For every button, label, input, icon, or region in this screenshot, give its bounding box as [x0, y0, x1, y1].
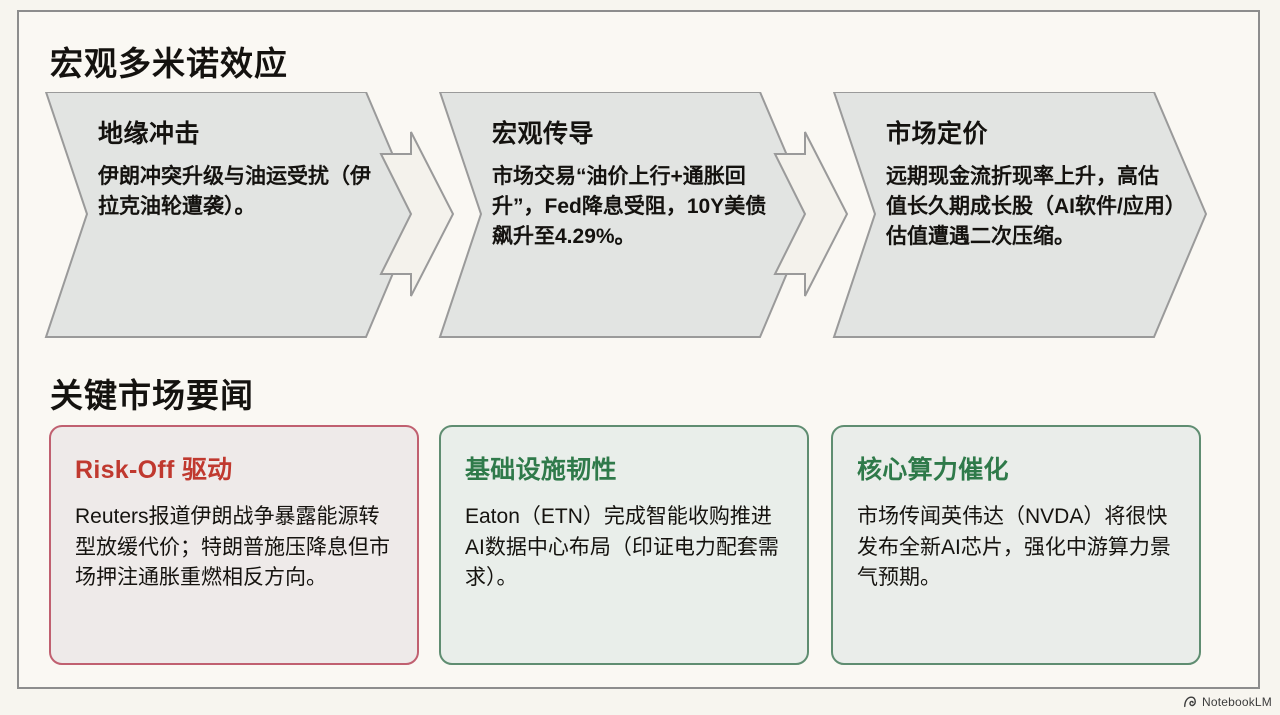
notebooklm-badge: NotebookLM — [1183, 695, 1272, 709]
flow-step-1-heading: 地缘冲击 — [98, 120, 201, 148]
flow-step-2-heading: 宏观传导 — [492, 120, 595, 148]
flow-step-1-body: 伊朗冲突升级与油运受扰（伊拉克油轮遭袭）。 — [98, 165, 371, 218]
notebooklm-label: NotebookLM — [1201, 695, 1272, 709]
news-card-2-body: Eaton（ETN）完成智能收购推进AI数据中心布局（印证电力配套需求）。 — [465, 505, 779, 590]
notebooklm-logo-icon — [1184, 696, 1196, 708]
flow-connector-arrow-2 — [773, 131, 849, 297]
slide-panel: 宏观多米诺效应 地缘冲击 伊朗冲突升级与油运受扰（伊拉克油轮遭袭）。 宏观传导 … — [17, 10, 1260, 689]
news-card-risk-off[interactable]: Risk-Off 驱动 Reuters报道伊朗战争暴露能源转型放缓代价；特朗普施… — [49, 425, 419, 665]
news-card-list: Risk-Off 驱动 Reuters报道伊朗战争暴露能源转型放缓代价；特朗普施… — [19, 425, 1262, 667]
news-card-1-heading: Risk-Off 驱动 — [75, 456, 233, 484]
flow-step-3-body: 远期现金流折现率上升，高估值长久期成长股（AI软件/应用）估值遭遇二次压缩。 — [886, 165, 1176, 248]
news-card-compute[interactable]: 核心算力催化 市场传闻英伟达（NVDA）将很快发布全新AI芯片，强化中游算力景气… — [831, 425, 1201, 665]
news-card-2-heading: 基础设施韧性 — [465, 456, 617, 484]
chevron-shapes — [44, 92, 1208, 338]
news-card-3-body: 市场传闻英伟达（NVDA）将很快发布全新AI芯片，强化中游算力景气预期。 — [857, 505, 1171, 590]
page-title-news: 关键市场要闻 — [50, 377, 254, 414]
flow-connector-arrow-1 — [379, 131, 455, 297]
page-title-macro: 宏观多米诺效应 — [50, 45, 288, 82]
flow-step-3-heading: 市场定价 — [886, 120, 989, 148]
news-card-3-heading: 核心算力催化 — [857, 456, 1009, 484]
flow-step-2-body: 市场交易“油价上行+通胀回升”，Fed降息受阻，10Y美债飙升至4.29%。 — [492, 165, 767, 248]
news-card-infrastructure[interactable]: 基础设施韧性 Eaton（ETN）完成智能收购推进AI数据中心布局（印证电力配套… — [439, 425, 809, 665]
flow-step-3[interactable]: 市场定价 远期现金流折现率上升，高估值长久期成长股（AI软件/应用）估值遭遇二次… — [834, 92, 1206, 337]
news-card-1-body: Reuters报道伊朗战争暴露能源转型放缓代价；特朗普施压降息但市场押注通胀重燃… — [75, 505, 390, 590]
macro-flow-diagram: 地缘冲击 伊朗冲突升级与油运受扰（伊拉克油轮遭袭）。 宏观传导 市场交易“油价上… — [19, 92, 1262, 347]
flow-step-1[interactable]: 地缘冲击 伊朗冲突升级与油运受扰（伊拉克油轮遭袭）。 — [46, 92, 418, 337]
flow-step-2[interactable]: 宏观传导 市场交易“油价上行+通胀回升”，Fed降息受阻，10Y美债飙升至4.2… — [440, 92, 812, 337]
